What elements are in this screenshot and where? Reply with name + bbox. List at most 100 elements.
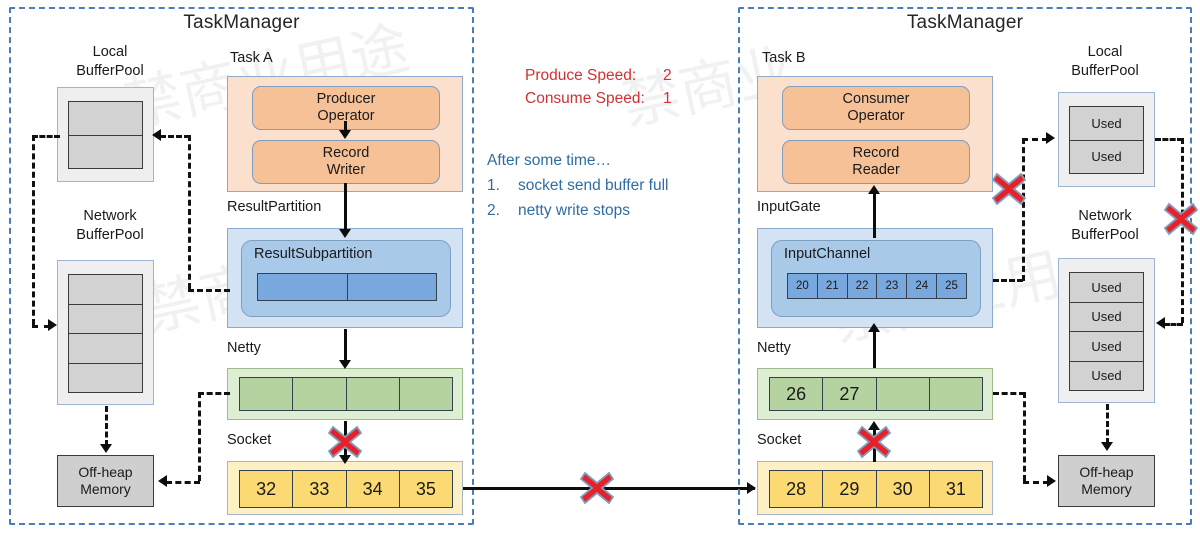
right-network-bufferpool-caption-line2: BufferPool: [1071, 227, 1139, 243]
dashed-path: [1181, 138, 1184, 323]
arrow-head-down: [339, 229, 351, 238]
dashed-path: [32, 135, 35, 325]
producer-operator-box: Producer Operator: [252, 86, 440, 130]
input-channel-box: InputChannel 20 21 22 23 24 25: [771, 240, 981, 317]
netty-cell: 27: [823, 378, 877, 410]
left-local-bufferpool: [57, 87, 154, 182]
producer-operator-line1: Producer: [316, 90, 376, 107]
input-channel-label: InputChannel: [784, 246, 871, 262]
arrow-head-right: [48, 319, 57, 331]
arrow-line: [873, 192, 876, 238]
pool-slot: Used: [1070, 107, 1143, 141]
arrow-head-left: [1156, 317, 1165, 329]
dashed-path: [1164, 323, 1183, 326]
socket-cell: 28: [770, 471, 824, 507]
left-task-caption: Task A: [230, 50, 273, 66]
netty-cell: [240, 378, 294, 410]
left-network-bufferpool-slots: [68, 274, 143, 393]
arrow-head-down: [339, 455, 351, 464]
left-netty-caption: Netty: [227, 340, 261, 356]
right-offheap-memory: Off-heap Memory: [1058, 455, 1155, 507]
dashed-path: [1023, 392, 1026, 481]
socket-cell: 31: [929, 471, 982, 507]
socket-cell: 30: [876, 471, 930, 507]
input-gate-caption: InputGate: [757, 199, 821, 215]
arrow-head-right: [747, 482, 756, 494]
socket-cell: 32: [240, 471, 294, 507]
arrow-head-left: [152, 129, 161, 141]
socket-cell: 35: [399, 471, 452, 507]
buffer-cell: [347, 274, 436, 300]
right-socket-caption: Socket: [757, 432, 802, 448]
input-gate-box: InputChannel 20 21 22 23 24 25: [757, 228, 993, 328]
note-1-number: 1.: [487, 177, 500, 194]
right-task-caption: Task B: [762, 50, 806, 66]
produce-speed-value: 2: [663, 67, 672, 84]
record-writer-line1: Record: [322, 144, 370, 161]
pool-slot: [69, 102, 142, 136]
pool-slot: [69, 135, 142, 168]
right-network-bufferpool-caption-line1: Network: [1078, 208, 1132, 224]
right-socket-buffers: 28 29 30 31: [769, 470, 983, 508]
left-network-bufferpool-caption-line1: Network: [83, 208, 137, 224]
left-socket-buffers: 32 33 34 35: [239, 470, 453, 508]
note-2-text: netty write stops: [518, 202, 630, 219]
netty-cell: 26: [770, 378, 824, 410]
socket-cell: 29: [823, 471, 877, 507]
dashed-path: [1022, 138, 1048, 141]
record-writer-line2: Writer: [326, 162, 366, 178]
pool-slot: [69, 275, 142, 305]
right-network-bufferpool: Used Used Used Used: [1058, 258, 1155, 403]
left-netty-buffers: [239, 377, 453, 411]
arrow-head-up: [868, 185, 880, 194]
pool-slot: [69, 334, 142, 364]
right-local-bufferpool: Used Used: [1058, 92, 1155, 187]
buffer-cell: 20: [788, 274, 818, 298]
right-netty-caption: Netty: [757, 340, 791, 356]
arrow-head-down: [100, 444, 112, 453]
left-socket-box: 32 33 34 35: [227, 461, 463, 515]
netty-cell: [929, 378, 982, 410]
pool-slot: Used: [1070, 332, 1143, 362]
dashed-path: [188, 289, 230, 292]
blocked-x-icon: [856, 425, 892, 459]
arrow-line: [344, 121, 347, 132]
note-1-text: socket send buffer full: [518, 177, 669, 194]
dashed-path: [32, 325, 50, 328]
left-netty-box: [227, 368, 463, 420]
network-link-line: [463, 487, 755, 490]
netty-cell: [346, 378, 400, 410]
buffer-cell: 22: [847, 274, 878, 298]
dashed-path: [160, 135, 190, 138]
pool-slot: [69, 363, 142, 392]
result-subpartition-box: ResultSubpartition: [241, 240, 451, 317]
netty-cell: [293, 378, 347, 410]
producer-operator-line2: Operator: [317, 108, 375, 124]
pool-slot: Used: [1070, 302, 1143, 332]
dashed-path: [166, 481, 200, 484]
blocked-x-icon: [1163, 202, 1199, 236]
netty-cell: [399, 378, 452, 410]
dashed-path: [1023, 481, 1049, 484]
arrow-head-up: [868, 323, 880, 332]
result-partition-caption: ResultPartition: [227, 199, 322, 215]
buffer-cell: 23: [877, 274, 908, 298]
dashed-path: [105, 406, 108, 446]
socket-cell: 33: [293, 471, 347, 507]
dashed-path: [993, 392, 1025, 395]
note-heading: After some time…: [487, 152, 612, 169]
dashed-path: [993, 279, 1023, 282]
left-local-bufferpool-slots: [68, 101, 143, 169]
right-netty-buffers: 26 27: [769, 377, 983, 411]
input-channel-buffers: 20 21 22 23 24 25: [787, 273, 967, 299]
arrow-head-left: [158, 475, 167, 487]
arrow-head-down: [339, 130, 351, 139]
offheap-line2: Memory: [1081, 481, 1132, 497]
arrow-line: [344, 183, 347, 231]
dashed-path: [198, 392, 201, 481]
right-network-bufferpool-slots: Used Used Used Used: [1069, 272, 1144, 391]
consumer-operator-line1: Consumer: [842, 90, 910, 107]
buffer-cell: [258, 274, 348, 300]
consumer-operator-box: Consumer Operator: [782, 86, 970, 130]
